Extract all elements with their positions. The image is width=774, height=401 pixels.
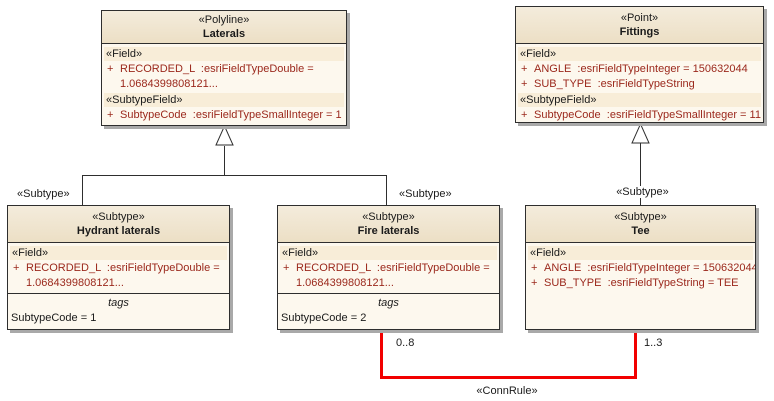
- attribute-row[interactable]: + ANGLE :esriFieldTypeInteger = 150632044: [526, 261, 755, 276]
- generalization-drop-fire[interactable]: [386, 176, 387, 205]
- tag-value: SubtypeCode = 1: [11, 312, 97, 324]
- attributes-compartment: «Field» + ANGLE :esriFieldTypeInteger = 1…: [526, 243, 755, 329]
- visibility-plus-icon: +: [531, 277, 538, 289]
- attribute-text: 1.0684399808121...: [296, 277, 394, 289]
- attribute-text: RECORDED_L :esriFieldTypeDouble =: [120, 63, 314, 75]
- subtype-connector-label[interactable]: «Subtype»: [612, 186, 673, 198]
- node-stereotype: «Polyline»: [198, 14, 250, 26]
- connrule-source-multiplicity[interactable]: 0..8: [396, 337, 415, 349]
- attribute-text: 1.0684399808121...: [26, 277, 124, 289]
- class-node-tee[interactable]: «Subtype» Tee «Field» + ANGLE :esriFieldT…: [525, 205, 756, 330]
- node-name: Hydrant laterals: [76, 225, 161, 237]
- stereotype-band-field: «Field»: [10, 246, 227, 260]
- visibility-plus-icon: +: [107, 109, 114, 121]
- visibility-plus-icon: +: [531, 262, 538, 274]
- stereotype-band-field: «Field»: [528, 246, 753, 260]
- node-name: Laterals: [202, 28, 246, 40]
- connrule-line-bottom-segment[interactable]: [380, 376, 637, 379]
- node-stereotype: «Subtype»: [92, 211, 145, 223]
- class-node-laterals[interactable]: «Polyline» Laterals «Field» + RECORDED_L …: [101, 10, 347, 126]
- attribute-row[interactable]: + SUB_TYPE :esriFieldTypeString: [516, 77, 763, 92]
- tags-title: tags: [378, 297, 399, 309]
- attribute-row-continuation: 1.0684399808121...: [102, 77, 346, 92]
- attribute-row[interactable]: + SubtypeCode :esriFieldTypeSmallInteger …: [102, 108, 346, 123]
- generalization-arrowhead-icon[interactable]: [631, 123, 650, 144]
- attributes-compartment: «Field» + RECORDED_L :esriFieldTypeDouble…: [102, 44, 346, 125]
- attribute-row[interactable]: + SUB_TYPE :esriFieldTypeString = TEE: [526, 276, 755, 291]
- subtype-connector-label[interactable]: «Subtype»: [17, 188, 70, 200]
- stereotype-band-field: «Field»: [104, 47, 344, 61]
- stereotype-band-subtypefield: «SubtypeField»: [518, 93, 761, 107]
- connrule-line-right-segment[interactable]: [634, 330, 637, 379]
- attribute-text: ANGLE :esriFieldTypeInteger = 150632044: [534, 63, 748, 75]
- tag-value: SubtypeCode = 2: [281, 312, 367, 324]
- node-name: Tee: [631, 225, 650, 237]
- attribute-row[interactable]: + RECORDED_L :esriFieldTypeDouble =: [8, 261, 229, 276]
- connrule-target-multiplicity[interactable]: 1..3: [644, 337, 663, 349]
- attribute-row[interactable]: + SubtypeCode :esriFieldTypeSmallInteger …: [516, 108, 763, 122]
- node-header: «Subtype» Fire laterals: [278, 206, 499, 243]
- node-header: «Subtype» Hydrant laterals: [8, 206, 229, 243]
- attribute-row[interactable]: + RECORDED_L :esriFieldTypeDouble =: [278, 261, 499, 276]
- attributes-compartment: «Field» + RECORDED_L :esriFieldTypeDouble…: [8, 243, 229, 293]
- generalization-trunk-fittings[interactable]: [640, 143, 641, 205]
- attribute-text: SUB_TYPE :esriFieldTypeString = TEE: [544, 277, 739, 289]
- generalization-arrowhead-icon[interactable]: [215, 125, 234, 146]
- tags-compartment: tags SubtypeCode = 1: [8, 293, 229, 329]
- attribute-row[interactable]: + RECORDED_L :esriFieldTypeDouble =: [102, 62, 346, 77]
- visibility-plus-icon: +: [13, 262, 20, 274]
- visibility-plus-icon: +: [283, 262, 290, 274]
- attribute-text: ANGLE :esriFieldTypeInteger = 150632044: [544, 262, 755, 274]
- tags-compartment: tags SubtypeCode = 2: [278, 293, 499, 329]
- visibility-plus-icon: +: [521, 63, 528, 75]
- attribute-text: SubtypeCode :esriFieldTypeSmallInteger =…: [534, 109, 761, 121]
- attribute-text: RECORDED_L :esriFieldTypeDouble =: [26, 262, 220, 274]
- stereotype-band-field: «Field»: [518, 47, 761, 61]
- subtype-connector-label[interactable]: «Subtype»: [399, 188, 452, 200]
- stereotype-band-field: «Field»: [280, 246, 497, 260]
- tags-title: tags: [108, 297, 129, 309]
- stereotype-band-subtypefield: «SubtypeField»: [104, 93, 344, 107]
- connrule-stereotype-label[interactable]: «ConnRule»: [476, 385, 538, 397]
- connrule-line-left-segment[interactable]: [380, 330, 383, 379]
- class-node-fittings[interactable]: «Point» Fittings «Field» + ANGLE :esriFie…: [515, 6, 764, 123]
- generalization-drop-hydrant[interactable]: [82, 176, 83, 205]
- node-stereotype: «Subtype»: [614, 211, 667, 223]
- class-node-hydrant-laterals[interactable]: «Subtype» Hydrant laterals «Field» + RECO…: [7, 205, 230, 330]
- visibility-plus-icon: +: [107, 63, 114, 75]
- node-name: Fittings: [619, 26, 660, 38]
- class-node-fire-laterals[interactable]: «Subtype» Fire laterals «Field» + RECORDE…: [277, 205, 500, 330]
- visibility-plus-icon: +: [521, 78, 528, 90]
- attributes-compartment: «Field» + ANGLE :esriFieldTypeInteger = 1…: [516, 44, 763, 122]
- attribute-text: RECORDED_L :esriFieldTypeDouble =: [296, 262, 490, 274]
- generalization-crossbar-laterals[interactable]: [82, 175, 387, 176]
- visibility-plus-icon: +: [521, 109, 528, 121]
- attribute-row[interactable]: + ANGLE :esriFieldTypeInteger = 150632044: [516, 62, 763, 77]
- node-name: Fire laterals: [357, 225, 420, 237]
- node-header: «Subtype» Tee: [526, 206, 755, 243]
- attributes-compartment: «Field» + RECORDED_L :esriFieldTypeDouble…: [278, 243, 499, 293]
- node-stereotype: «Point»: [620, 12, 659, 24]
- attribute-text: SUB_TYPE :esriFieldTypeString: [534, 78, 695, 90]
- attribute-text: 1.0684399808121...: [120, 78, 218, 90]
- attribute-row-continuation: 1.0684399808121...: [8, 276, 229, 291]
- node-header: «Point» Fittings: [516, 7, 763, 44]
- node-header: «Polyline» Laterals: [102, 11, 346, 44]
- attribute-text: SubtypeCode :esriFieldTypeSmallInteger =…: [120, 109, 342, 121]
- node-stereotype: «Subtype»: [362, 211, 415, 223]
- generalization-trunk-laterals[interactable]: [224, 146, 225, 175]
- attribute-row-continuation: 1.0684399808121...: [278, 276, 499, 291]
